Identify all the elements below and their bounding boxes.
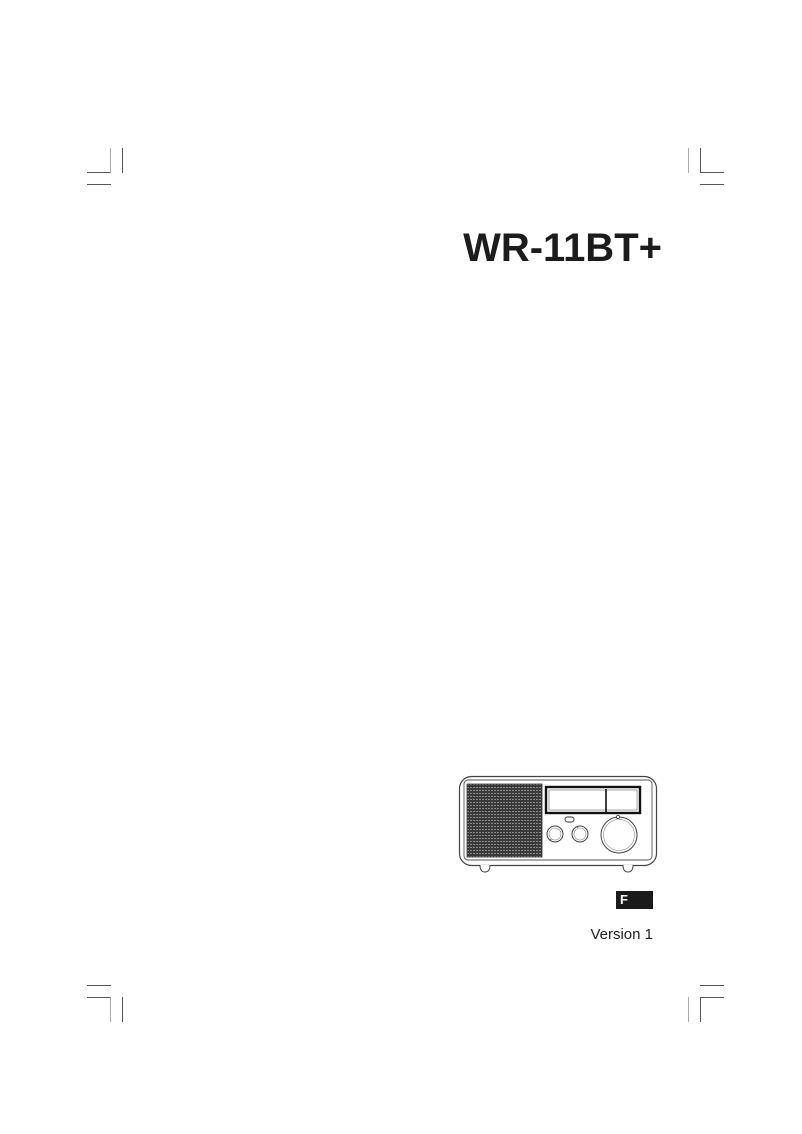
model-title: WR-11BT+ [463,226,662,270]
version-label: Version 1 [590,926,653,943]
radio-illustration [458,775,658,875]
language-badge: F [616,891,653,909]
